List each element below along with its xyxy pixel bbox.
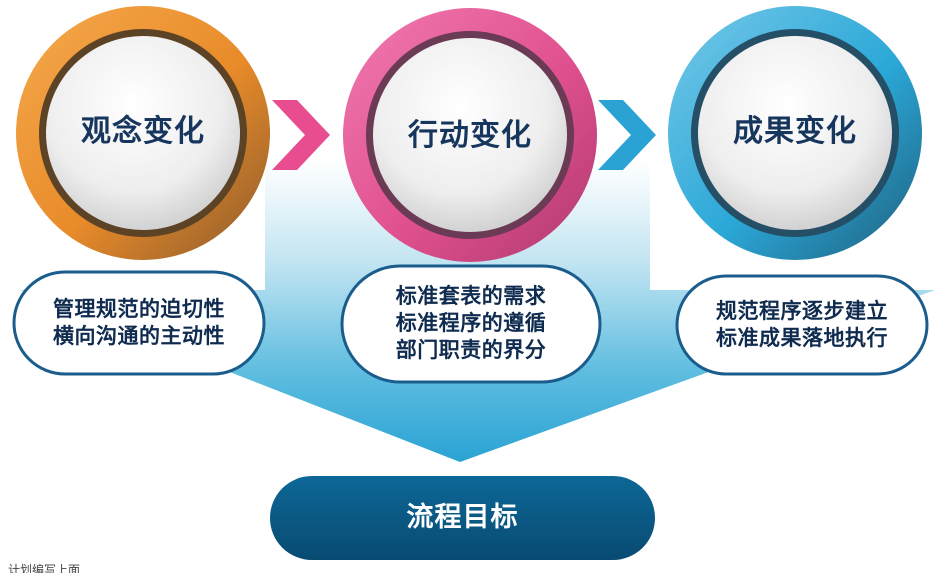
description-3-line-1: 规范程序逐步建立 xyxy=(716,299,888,323)
description-3-line-2: 标准成果落地执行 xyxy=(716,326,888,350)
chevron-pink-icon xyxy=(272,100,330,170)
description-2-line-1: 标准套表的需求 xyxy=(395,284,547,308)
desc-box-1-frame xyxy=(12,270,266,376)
desc-box-3-frame xyxy=(675,274,929,376)
circle-title-3: 成果变化 xyxy=(733,114,857,149)
chevron-blue-icon xyxy=(598,100,656,170)
description-3: 规范程序逐步建立 标准成果落地执行 xyxy=(687,298,917,352)
goal-pill xyxy=(270,476,655,560)
circle-result-change xyxy=(668,6,922,260)
description-2-line-2: 标准程序的遵循 xyxy=(395,311,547,335)
circle-idea-change xyxy=(16,6,270,260)
description-2: 标准套表的需求 标准程序的遵循 部门职责的界分 xyxy=(352,283,590,364)
desc-box-2-frame xyxy=(340,264,602,384)
description-2-line-3: 部门职责的界分 xyxy=(395,338,547,362)
description-1-line-1: 管理规范的迫切性 xyxy=(53,297,225,321)
circle-action-change xyxy=(343,8,597,262)
goal-label: 流程目标 xyxy=(406,502,519,533)
circle-title-1: 观念变化 xyxy=(81,114,205,149)
footnote-text: 计划编写上面 xyxy=(8,563,81,573)
description-1: 管理规范的迫切性 横向沟通的主动性 xyxy=(24,296,254,350)
circle-title-2: 行动变化 xyxy=(408,118,532,153)
description-1-line-2: 横向沟通的主动性 xyxy=(53,324,225,348)
